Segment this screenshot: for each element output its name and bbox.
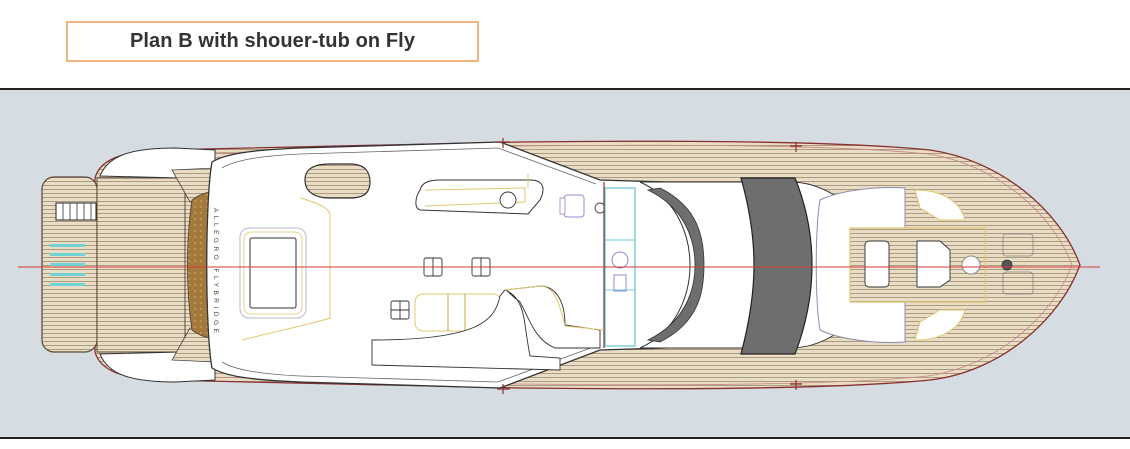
plan-title: Plan B with shouer-tub on Fly <box>129 30 416 52</box>
cockpit-deck <box>96 177 186 353</box>
sink-icon <box>499 191 517 209</box>
shower-tiles <box>50 244 85 286</box>
stanchion-marks <box>497 138 802 394</box>
stairwell <box>304 163 371 199</box>
forward-sunpad <box>740 177 813 355</box>
aft-cushion <box>187 191 213 339</box>
helm-chair <box>563 194 585 218</box>
shower-tub <box>239 227 307 319</box>
foredeck-seating <box>815 187 986 343</box>
deck-plan-frame: ALLEGRO FLYBRIDGE <box>0 88 1130 439</box>
plan-title-box: Plan B with shouer-tub on Fly <box>66 21 479 62</box>
yacht-flybridge-plan: ALLEGRO FLYBRIDGE <box>18 138 1100 394</box>
swim-platform <box>41 176 98 353</box>
allegro-flybridge-label: ALLEGRO FLYBRIDGE <box>212 208 219 336</box>
wet-bar <box>415 179 544 215</box>
anchor-windlass <box>1001 233 1034 295</box>
lounge-seat <box>371 285 601 371</box>
windscreen <box>646 187 705 343</box>
